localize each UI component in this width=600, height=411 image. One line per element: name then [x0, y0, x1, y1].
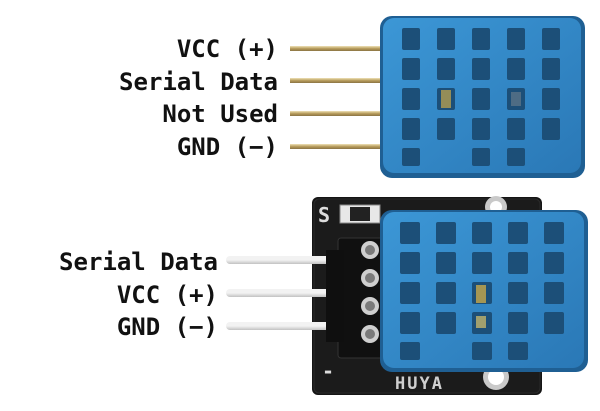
top-pin-3 [290, 111, 385, 116]
top-pin-1 [290, 46, 385, 51]
silkscreen-s: S [318, 203, 330, 227]
bottom-sensor-body [380, 210, 588, 372]
bottom-pin-label-serial-data: Serial Data [59, 248, 218, 276]
top-module-pins [290, 46, 385, 149]
top-pin-label-vcc: VCC (+) [176, 35, 278, 63]
top-sensor-element [441, 90, 451, 108]
top-pin-label-not-used: Not Used [162, 100, 278, 128]
top-pin-4 [290, 144, 385, 149]
top-pin-2 [290, 78, 385, 83]
silkscreen-brand: HUYA [395, 374, 444, 394]
top-sensor-body [380, 16, 585, 178]
bottom-module-pins [226, 250, 344, 342]
bottom-pin-label-vcc: VCC (+) [116, 281, 218, 309]
bottom-pin-label-gnd: GND (−) [116, 313, 218, 341]
top-pin-label-gnd: GND (−) [176, 133, 278, 161]
bottom-sensor-element [476, 285, 486, 303]
top-pin-label-serial-data: Serial Data [119, 68, 278, 96]
silkscreen-minus: - [322, 359, 334, 383]
